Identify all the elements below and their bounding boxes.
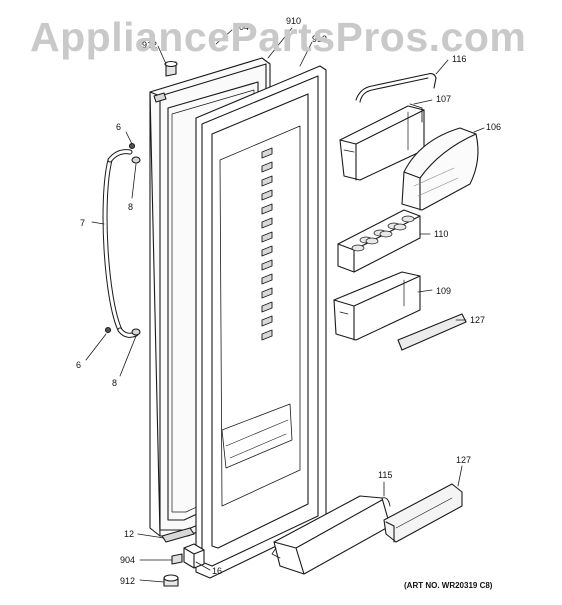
callout-7: 7 bbox=[80, 218, 85, 228]
callout-6-top: 6 bbox=[116, 122, 121, 132]
callout-16: 16 bbox=[212, 566, 222, 576]
rail-116 bbox=[355, 72, 437, 103]
leader-lines bbox=[85, 27, 485, 583]
callout-12: 12 bbox=[124, 529, 134, 539]
door-handle bbox=[102, 149, 139, 338]
callout-116: 116 bbox=[452, 54, 466, 64]
callout-912-top: 912 bbox=[142, 40, 157, 50]
art-number: (ART NO. WR20319 C8) bbox=[404, 581, 493, 590]
callout-904-top: 904 bbox=[234, 22, 249, 32]
callout-904-bottom: 904 bbox=[120, 555, 135, 565]
callout-labels: 904 910 913 912 116 107 106 6 8 7 110 10… bbox=[76, 16, 501, 590]
watermark-text: AppliancePartsPros.com bbox=[30, 14, 527, 60]
callout-8-bottom: 8 bbox=[112, 378, 117, 388]
panel-127-middle bbox=[397, 313, 467, 351]
callout-6-bottom: 6 bbox=[76, 360, 81, 370]
callout-910: 910 bbox=[286, 16, 301, 26]
callout-913: 913 bbox=[312, 34, 327, 44]
callout-110: 110 bbox=[434, 229, 448, 239]
callout-127-middle: 127 bbox=[470, 315, 485, 325]
panel-127-bottom bbox=[383, 483, 463, 543]
callout-109: 109 bbox=[436, 286, 451, 296]
bottom-hinge-parts bbox=[161, 527, 205, 587]
callout-8-top: 8 bbox=[128, 202, 133, 212]
door-liner bbox=[195, 65, 327, 579]
cover-106 bbox=[401, 127, 479, 211]
callout-115: 115 bbox=[378, 470, 392, 480]
callout-127-bottom: 127 bbox=[456, 455, 471, 465]
callout-106: 106 bbox=[486, 122, 501, 132]
bin-109 bbox=[333, 271, 421, 341]
callout-912-bottom: 912 bbox=[120, 576, 135, 586]
callout-107: 107 bbox=[436, 94, 451, 104]
top-hinge-parts bbox=[153, 60, 178, 103]
egg-tray-110 bbox=[337, 209, 421, 273]
